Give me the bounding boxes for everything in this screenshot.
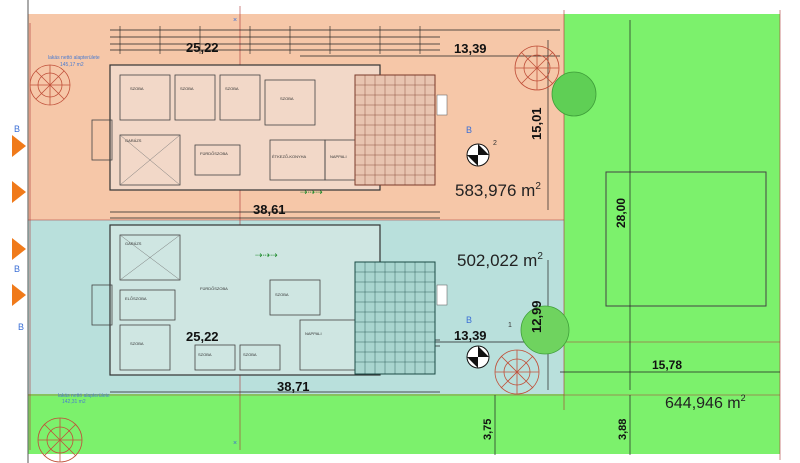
top-house: SZOBA SZOBA SZOBA SZOBA FÜRDŐSZOBA ÉTKEZ… xyxy=(91,64,436,191)
axis-marker-icon: × xyxy=(233,17,237,24)
north-arrow-number: 2 xyxy=(493,140,497,147)
dimension-bottom-width: 25,22 xyxy=(186,329,219,344)
tree-canopy-icon xyxy=(520,305,570,355)
bottom-note: lakás nettó alapterülete xyxy=(58,393,110,399)
dimension-right-plot-width: 15,78 xyxy=(652,358,682,372)
bottom-house: ELŐSZOBA SZOBA SZOBA SZOBA SZOBA NAPPALI… xyxy=(91,224,436,376)
room-label: NAPPALI xyxy=(305,331,322,336)
room-label: ÉTKEZŐ-KONYHA xyxy=(272,154,307,159)
room-label: SZOBA xyxy=(180,86,194,91)
orange-arrow-icon xyxy=(12,135,26,157)
green-arrow-icon: ⇢⇢⇢ xyxy=(255,251,278,261)
dimension-right-plot-depth: 28,00 xyxy=(614,198,628,228)
orange-arrow-icon xyxy=(12,181,26,203)
room-label: FÜRDŐSZOBA xyxy=(200,286,228,291)
area-middle-lot: 502,022 m2 xyxy=(457,251,543,270)
tree-icon xyxy=(29,64,71,106)
window-marker xyxy=(436,94,448,116)
dimension-middle-length: 38,61 xyxy=(253,202,286,217)
room-label: GARÁZS xyxy=(125,138,142,143)
room-label: NAPPALI xyxy=(330,154,347,159)
dimension-bottom-right-gap: 13,39 xyxy=(454,328,487,343)
dimension-bottom-depth: 12,99 xyxy=(529,300,544,333)
north-arrow-number: 1 xyxy=(508,322,512,329)
tree-canopy-icon xyxy=(551,71,597,117)
north-arrow-icon: 2 xyxy=(466,140,497,167)
tree-icon xyxy=(37,417,83,463)
dimension-top-width: 25,22 xyxy=(186,40,219,55)
section-mark-b: B xyxy=(466,125,472,135)
room-label: ELŐSZOBA xyxy=(125,296,147,301)
entrance-markers xyxy=(12,135,26,306)
axis-marker-icon: × xyxy=(233,440,237,447)
room-label: SZOBA xyxy=(130,341,144,346)
tree-icon xyxy=(514,45,560,91)
section-mark-b: B xyxy=(466,315,472,325)
room-label: SZOBA xyxy=(130,86,144,91)
top-note: lakás nettó alapterülete xyxy=(48,55,100,61)
orange-arrow-icon xyxy=(12,284,26,306)
dimension-top-right-gap: 13,39 xyxy=(454,41,487,56)
section-mark-b: B xyxy=(14,264,20,274)
dimension-bottom-gap-right: 3,88 xyxy=(617,419,629,440)
dimension-bottom-gap-left: 3,75 xyxy=(482,419,494,440)
dimension-bottom-length: 38,71 xyxy=(277,379,310,394)
room-label: GARÁZS xyxy=(125,241,142,246)
planned-building-square xyxy=(605,171,767,307)
tree-icon xyxy=(494,349,540,395)
area-top-lot: 583,976 m2 xyxy=(455,181,541,200)
top-note-area: 145,17 m2 xyxy=(60,62,84,68)
room-label: SZOBA xyxy=(275,292,289,297)
area-right-lot: 644,946 m2 xyxy=(665,393,746,412)
north-arrow-icon: 1 xyxy=(466,322,512,369)
room-label: SZOBA xyxy=(243,352,257,357)
room-label: SZOBA xyxy=(225,86,239,91)
orange-arrow-icon xyxy=(12,238,26,260)
room-label: SZOBA xyxy=(198,352,212,357)
room-label: SZOBA xyxy=(280,96,294,101)
dimension-top-depth: 15,01 xyxy=(529,107,544,140)
left-margin xyxy=(0,0,28,463)
section-mark-b: B xyxy=(18,322,24,332)
section-mark-b: B xyxy=(14,124,20,134)
window-marker xyxy=(436,284,448,306)
room-label: FÜRDŐSZOBA xyxy=(200,151,228,156)
green-arrow-icon: ⇢⇢⇢ xyxy=(300,188,323,198)
bottom-note-area: 142,31 m2 xyxy=(62,399,86,405)
